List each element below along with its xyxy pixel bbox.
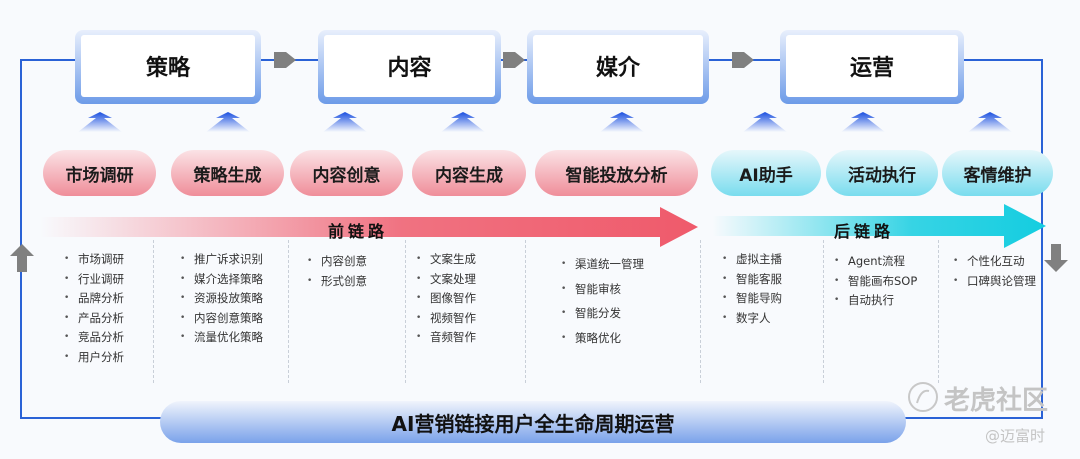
column-divider	[288, 240, 289, 383]
up-arrow-icon	[968, 112, 1012, 132]
list-item: 智能审核	[561, 277, 644, 302]
up-arrow-icon	[841, 112, 885, 132]
back-chain-label: 后链路	[834, 222, 895, 241]
list-item: 智能客服	[722, 270, 782, 290]
list-item: 品牌分析	[64, 289, 124, 309]
stage-label: 策略	[81, 35, 255, 97]
column-divider	[525, 240, 526, 383]
pill-activity-execution: 活动执行	[826, 150, 938, 196]
column-divider	[823, 240, 824, 383]
list-item: 智能分发	[561, 301, 644, 326]
watermark-site: 老虎社区	[944, 386, 1049, 416]
frame-bottom-left-line	[20, 417, 162, 419]
list-item: 音频智作	[416, 328, 476, 348]
list-item: 图像智作	[416, 289, 476, 309]
column-divider	[700, 240, 701, 383]
stage-operation: 运营	[780, 30, 964, 104]
list-item: 推广诉求识别	[180, 250, 263, 270]
pill-customer-care: 客情维护	[942, 150, 1053, 196]
pill-ai-assistant: AI助手	[711, 150, 821, 196]
list-smart-delivery: 渠道统一管理智能审核智能分发策略优化	[561, 252, 644, 350]
pill-content-idea: 内容创意	[290, 150, 403, 196]
list-item: 文案生成	[416, 250, 476, 270]
list-content-idea: 内容创意形式创意	[307, 252, 367, 291]
up-arrow-icon	[743, 112, 787, 132]
up-arrow-icon	[78, 112, 122, 132]
list-item: 个性化互动	[953, 252, 1036, 272]
list-item: 资源投放策略	[180, 289, 263, 309]
list-item: 自动执行	[834, 291, 917, 311]
list-item: 内容创意策略	[180, 309, 263, 329]
right-arrow-icon	[732, 52, 754, 68]
list-strategy: 推广诉求识别媒介选择策略资源投放策略内容创意策略流量优化策略	[180, 250, 263, 348]
list-item: 竞品分析	[64, 328, 124, 348]
up-arrow-icon	[206, 112, 250, 132]
stage-strategy: 策略	[75, 30, 261, 104]
stage-label: 运营	[786, 35, 958, 97]
list-item: 智能画布SOP	[834, 272, 917, 292]
pill-strategy-generation: 策略生成	[171, 150, 284, 196]
frame-top-right-line	[963, 59, 1043, 61]
up-arrow-icon	[323, 112, 367, 132]
pill-content-generation: 内容生成	[412, 150, 526, 196]
front-chain-label: 前链路	[328, 222, 389, 241]
up-arrow-icon	[10, 244, 34, 272]
stage-media: 媒介	[527, 30, 709, 104]
right-arrow-icon	[503, 52, 525, 68]
list-item: Agent流程	[834, 252, 917, 272]
right-arrow-icon	[274, 52, 296, 68]
list-item: 内容创意	[307, 252, 367, 272]
footer-banner: AI营销链接用户全生命周期运营	[160, 401, 906, 443]
frame-bottom-right-line	[904, 417, 1043, 419]
list-ai-assistant: 虚拟主播智能客服智能导购数字人	[722, 250, 782, 328]
watermark-author: @迈富时	[985, 427, 1046, 445]
list-item: 智能导购	[722, 289, 782, 309]
watermark-logo-icon	[908, 382, 938, 412]
list-item: 用户分析	[64, 348, 124, 368]
list-item: 市场调研	[64, 250, 124, 270]
list-item: 口碑舆论管理	[953, 272, 1036, 292]
pill-market-research: 市场调研	[43, 150, 156, 196]
column-divider	[405, 240, 406, 383]
list-activity-execution: Agent流程智能画布SOP自动执行	[834, 252, 917, 311]
front-chain-arrow	[40, 207, 698, 247]
list-item: 策略优化	[561, 326, 644, 351]
frame-top-left-line	[20, 59, 76, 61]
list-item: 行业调研	[64, 270, 124, 290]
list-item: 流量优化策略	[180, 328, 263, 348]
stage-label: 内容	[324, 35, 495, 97]
column-divider	[153, 240, 154, 383]
list-item: 数字人	[722, 309, 782, 329]
list-item: 文案处理	[416, 270, 476, 290]
column-divider	[938, 240, 939, 383]
up-arrow-icon	[441, 112, 485, 132]
up-arrow-icon	[600, 112, 644, 132]
back-chain-arrow	[712, 204, 1046, 248]
list-item: 形式创意	[307, 272, 367, 292]
list-item: 渠道统一管理	[561, 252, 644, 277]
list-item: 视频智作	[416, 309, 476, 329]
pill-smart-delivery: 智能投放分析	[535, 150, 698, 196]
frame-left-line	[20, 59, 22, 419]
list-content-generation: 文案生成文案处理图像智作视频智作音频智作	[416, 250, 476, 348]
stage-label: 媒介	[533, 35, 703, 97]
list-item: 产品分析	[64, 309, 124, 329]
down-arrow-icon	[1044, 244, 1068, 272]
list-market-research: 市场调研行业调研品牌分析产品分析竞品分析用户分析	[64, 250, 124, 367]
list-item: 虚拟主播	[722, 250, 782, 270]
list-item: 媒介选择策略	[180, 270, 263, 290]
stage-content: 内容	[318, 30, 501, 104]
list-customer-care: 个性化互动口碑舆论管理	[953, 252, 1036, 291]
frame-right-line	[1041, 59, 1043, 419]
